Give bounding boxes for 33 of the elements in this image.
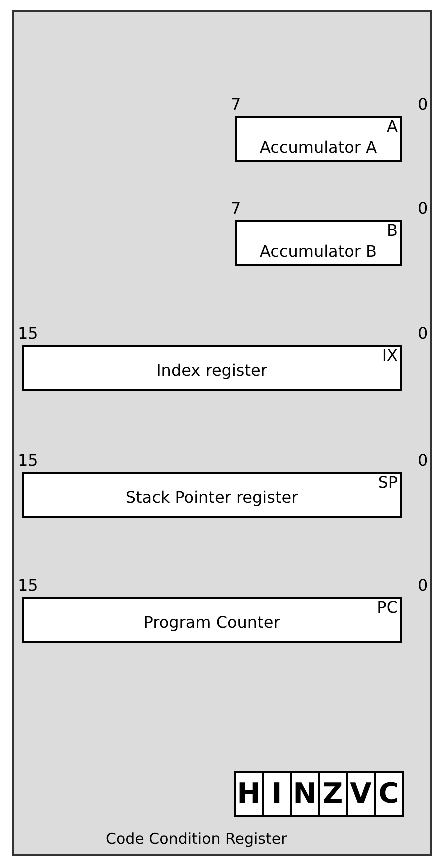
- register-box: [235, 220, 402, 266]
- register-caption: Code Condition Register: [106, 830, 288, 848]
- register-name: PC: [377, 599, 398, 617]
- register-label: Accumulator B: [258, 242, 378, 262]
- register-box: [22, 345, 402, 391]
- flag-bit: V: [346, 771, 376, 817]
- bit-number: 0: [418, 96, 428, 114]
- bit-number: 7: [231, 96, 242, 114]
- register-label: Accumulator A: [258, 138, 378, 158]
- register-name: SP: [378, 474, 398, 492]
- register-box: [22, 597, 402, 643]
- flag-bit: C: [374, 771, 404, 817]
- register-box: [22, 472, 402, 518]
- flag-bit: Z: [318, 771, 348, 817]
- flag-bit: I: [262, 771, 292, 817]
- bit-number: 0: [418, 200, 428, 218]
- register-label: Stack Pointer register: [124, 488, 300, 508]
- bit-number: 0: [418, 325, 428, 343]
- flag-bit: N: [290, 771, 320, 817]
- register-label: Program Counter: [142, 613, 282, 633]
- bit-number: 15: [18, 577, 38, 595]
- bit-number: 15: [18, 325, 38, 343]
- flag-bit: H: [234, 771, 264, 817]
- bit-number: 7: [231, 200, 242, 218]
- bit-number: 0: [418, 577, 428, 595]
- register-panel: [12, 10, 432, 856]
- bit-number: 15: [18, 452, 38, 470]
- register-name: A: [387, 118, 398, 136]
- bit-number: 0: [418, 452, 428, 470]
- register-label: Index register: [156, 361, 268, 381]
- register-name: IX: [382, 347, 398, 365]
- register-box: [235, 116, 402, 162]
- register-name: B: [387, 222, 398, 240]
